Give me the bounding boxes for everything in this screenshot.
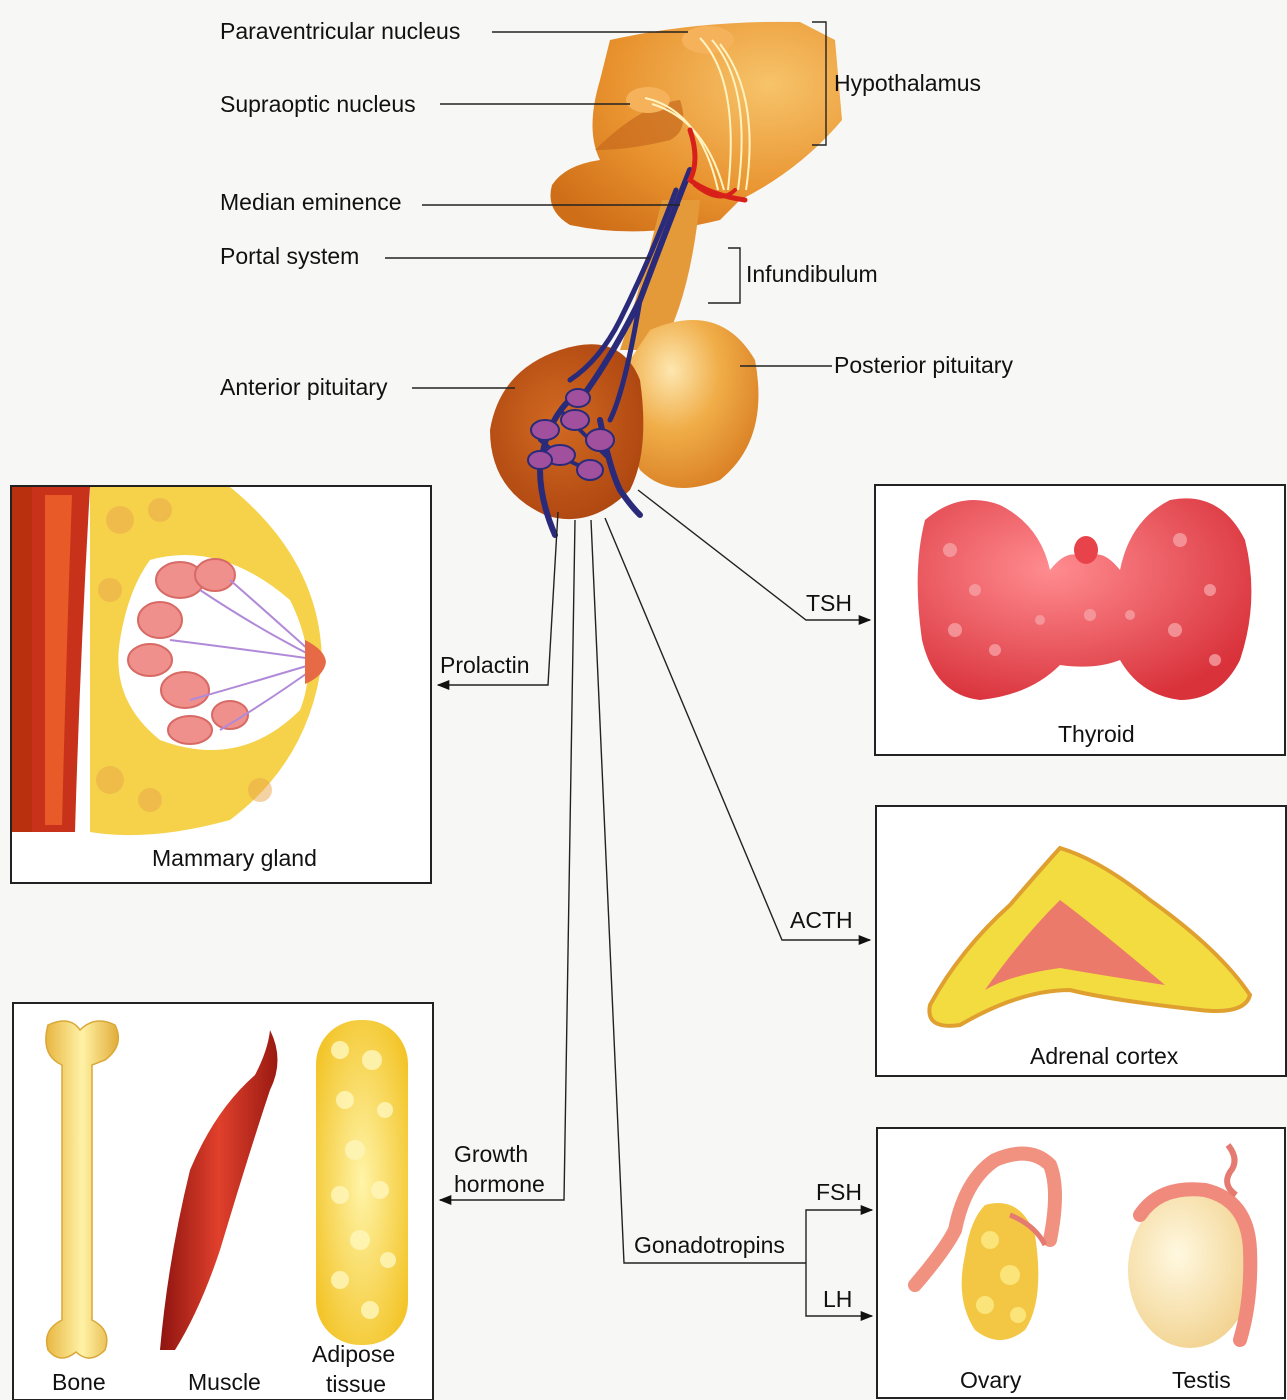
anterior-pituitary-label: Anterior pituitary xyxy=(220,374,388,400)
growth-hormone-label-line1: Growth xyxy=(454,1141,528,1167)
thyroid-label: Thyroid xyxy=(1058,721,1135,747)
fsh-label: FSH xyxy=(816,1179,862,1205)
adrenal-cortex-label: Adrenal cortex xyxy=(1030,1043,1179,1069)
adipose-label-line1: Adipose xyxy=(312,1341,395,1367)
hypothalamus-label: Hypothalamus xyxy=(834,70,981,96)
median-eminence-label: Median eminence xyxy=(220,189,402,215)
gonadotropins-line xyxy=(591,520,806,1263)
posterior-pituitary-shape xyxy=(624,320,758,488)
mammary-gland-panel xyxy=(11,486,431,883)
posterior-pituitary-label: Posterior pituitary xyxy=(834,352,1013,378)
testis-label: Testis xyxy=(1172,1367,1231,1393)
tsh-label: TSH xyxy=(806,590,852,616)
supraoptic-label: Supraoptic nucleus xyxy=(220,91,416,117)
muscle-label: Muscle xyxy=(188,1369,261,1395)
mammary-gland-label: Mammary gland xyxy=(152,845,317,871)
adipose-shape xyxy=(316,1020,408,1345)
thyroid-panel xyxy=(875,485,1285,755)
hypothalamus-illustration xyxy=(550,22,842,232)
bone-label: Bone xyxy=(52,1369,106,1395)
paraventricular-nucleus-shape xyxy=(682,26,734,54)
gonadotropins-label: Gonadotropins xyxy=(634,1232,785,1258)
growth-hormone-arrow xyxy=(440,520,575,1200)
portal-system-label: Portal system xyxy=(220,243,359,269)
infundibulum-label: Infundibulum xyxy=(746,261,878,287)
acth-label: ACTH xyxy=(790,907,853,933)
adrenal-panel xyxy=(876,806,1286,1076)
lh-label: LH xyxy=(823,1286,852,1312)
paraventricular-label: Paraventricular nucleus xyxy=(220,18,460,44)
adipose-label-line2: tissue xyxy=(326,1371,386,1397)
acth-arrow xyxy=(605,518,870,940)
gonads-panel xyxy=(877,1128,1285,1398)
ovary-label: Ovary xyxy=(960,1367,1022,1393)
fsh-arrow xyxy=(806,1210,872,1263)
growth-hormone-label-line2: hormone xyxy=(454,1171,545,1197)
prolactin-label: Prolactin xyxy=(440,652,529,678)
